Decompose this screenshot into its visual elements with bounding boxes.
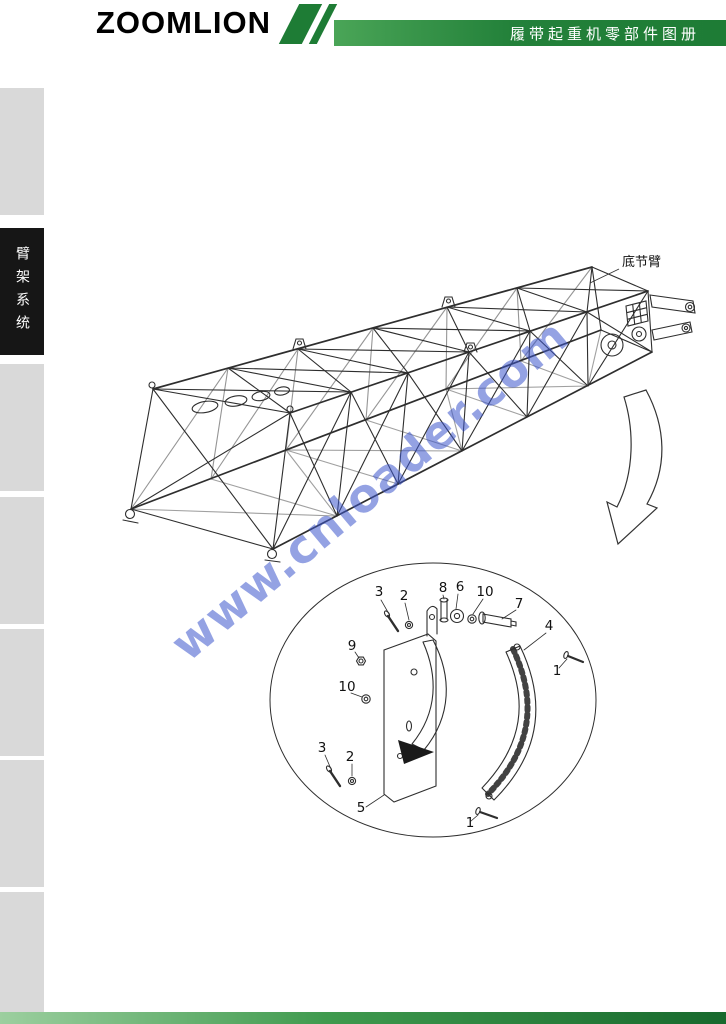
- header-title-bar: 履带起重机零部件图册: [334, 20, 726, 46]
- boom-front-face: [272, 290, 653, 550]
- boom-lug-details: [292, 296, 478, 353]
- sidebar-tab-5[interactable]: [0, 629, 44, 756]
- callout-3a: 3: [375, 584, 384, 600]
- callout-8: 8: [439, 580, 448, 596]
- sidebar-tab-1[interactable]: [0, 88, 44, 215]
- detail-arrow-icon: [606, 389, 663, 546]
- part-bracket-plate: [383, 633, 437, 803]
- detail-circle: [269, 562, 597, 838]
- callout-3b: 3: [318, 740, 327, 756]
- sidebar-tab-boom-system[interactable]: 臂架系统: [0, 228, 44, 355]
- callout-7: 7: [515, 596, 524, 612]
- boom-left-end-frame: [130, 388, 291, 550]
- callout-1a: 1: [553, 663, 562, 679]
- callout-numbers: 3 2 8 6 10 7 4 1 9 10 3 2 5 1: [318, 579, 562, 831]
- callout-6: 6: [456, 579, 465, 595]
- callout-2a: 2: [400, 588, 409, 604]
- part-ring-washer-bolt: [449, 608, 517, 628]
- bottom-bar: [0, 1012, 726, 1024]
- callout-1b: 1: [466, 815, 475, 831]
- part-fasteners: [325, 610, 585, 820]
- detail-view: [269, 562, 597, 838]
- zoomlion-logo: ZOOMLION: [96, 5, 272, 40]
- boom-label-leader: [589, 268, 620, 284]
- callout-10b: 10: [338, 679, 355, 695]
- boom-butt-details: [600, 294, 696, 357]
- boom-top-face: [152, 266, 649, 414]
- part-clevis-pin: [426, 597, 449, 637]
- boom-drawing: [122, 266, 696, 563]
- callout-4: 4: [545, 618, 554, 634]
- callout-5: 5: [357, 800, 366, 816]
- boom-right-end-frame: [591, 266, 653, 353]
- boom-back-face: [130, 266, 593, 510]
- sidebar-tab-3[interactable]: [0, 364, 44, 491]
- sidebar-tab-label: 臂架系统: [14, 245, 30, 338]
- sidebar-tab-7[interactable]: [0, 892, 44, 1012]
- header-title: 履带起重机零部件图册: [509, 24, 700, 43]
- sidebar-tab-4[interactable]: [0, 497, 44, 624]
- callout-9: 9: [348, 638, 357, 654]
- sidebar-tab-6[interactable]: [0, 760, 44, 887]
- boom-label: 底节臂: [622, 254, 661, 270]
- part-curved-rack: [481, 643, 537, 801]
- part-curved-arm: [398, 639, 447, 764]
- watermark-text: www.cnloader.com: [160, 308, 578, 671]
- callout-10a: 10: [476, 584, 493, 600]
- boom-foot-details: [122, 381, 294, 563]
- callout-2b: 2: [346, 749, 355, 765]
- callout-leaders: [324, 593, 568, 822]
